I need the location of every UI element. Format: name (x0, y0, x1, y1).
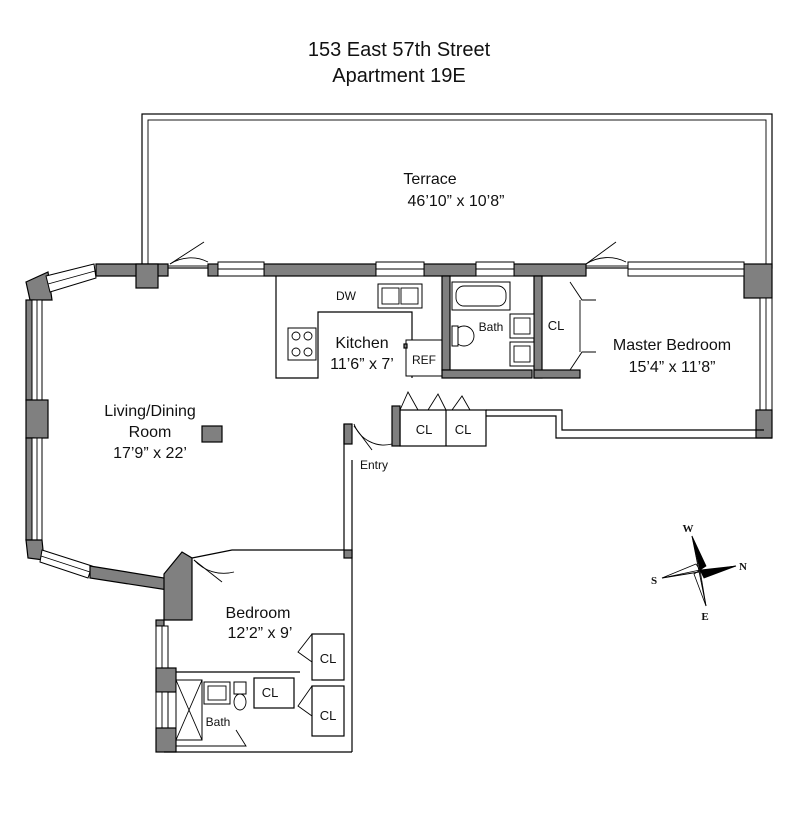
master-closet-doors (569, 281, 596, 371)
bedroom-closet-1-label: CL (320, 651, 337, 666)
entry-door (343, 423, 393, 451)
terrace-railing (141, 113, 773, 269)
living-column (201, 425, 223, 443)
kitchen-area (275, 276, 443, 379)
master-bedroom-name: Master Bedroom (613, 337, 731, 354)
bedroom-walls (155, 549, 352, 753)
main-bath-label: Bath (479, 320, 504, 334)
master-closet-label: CL (548, 318, 565, 333)
bedroom-closet-2-label: CL (320, 708, 337, 723)
terrace-size: 46’10” x 10’8” (408, 193, 505, 210)
top-windows (217, 261, 745, 277)
compass-e: E (701, 611, 708, 623)
bedroom-size: 12’2” x 9’ (228, 625, 293, 642)
refrigerator-label: REF (412, 353, 436, 367)
dishwasher-label: DW (336, 289, 357, 303)
bath-closet-label: CL (262, 685, 279, 700)
master-bedroom-size: 15’4” x 11’8” (629, 359, 716, 376)
label-bedroom: Bedroom 12’2” x 9’ (226, 605, 293, 642)
apartment-title: Apartment 19E (332, 65, 465, 87)
entry-closets (391, 390, 487, 447)
bedroom-name: Bedroom (226, 605, 291, 622)
address-title: 153 East 57th Street (308, 39, 491, 61)
label-terrace: Terrace 46’10” x 10’8” (403, 171, 504, 210)
compass-rose: W N E S (651, 523, 747, 623)
label-kitchen: Kitchen 11’6” x 7’ (330, 335, 394, 373)
living-size: 17’9” x 22’ (113, 445, 187, 462)
kitchen-name: Kitchen (335, 335, 388, 352)
terrace-door (169, 241, 209, 265)
label-master-bedroom: Master Bedroom 15’4” x 11’8” (613, 337, 731, 376)
entry-closet-1-label: CL (416, 422, 433, 437)
main-bath-fixtures (451, 281, 535, 367)
entry-label: Entry (360, 458, 388, 472)
compass-needle-n (699, 565, 737, 579)
compass-s: S (651, 575, 657, 587)
entry-closet-2-label: CL (455, 422, 472, 437)
label-living: Living/Dining Room 17’9” x 22’ (104, 403, 196, 462)
exterior-wall-left (25, 263, 169, 591)
compass-n: N (739, 561, 747, 573)
master-terrace-door (585, 241, 627, 265)
bedroom-door (193, 559, 235, 583)
corridor-wall (343, 424, 353, 752)
compass-w: W (683, 523, 694, 535)
second-bath-fixtures (175, 677, 295, 747)
interior-walls-top (441, 275, 581, 379)
exterior-wall-right (486, 297, 773, 439)
bedroom-closets (297, 633, 345, 737)
second-bath-label: Bath (206, 715, 231, 729)
living-name-line2: Room (129, 424, 172, 441)
kitchen-size: 11’6” x 7’ (330, 356, 394, 373)
living-name-line1: Living/Dining (104, 403, 196, 420)
terrace-name: Terrace (403, 171, 456, 188)
compass-needle-w (691, 535, 707, 571)
